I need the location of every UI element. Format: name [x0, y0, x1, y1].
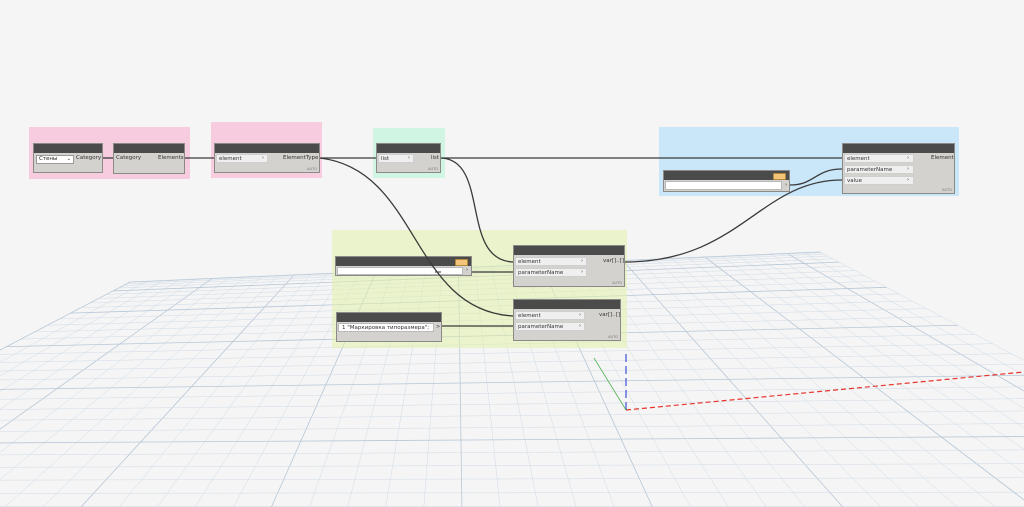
var-output-port[interactable]: var[]..[]	[599, 312, 620, 318]
parameter-name-input-port[interactable]: parameterName	[515, 322, 585, 331]
node-header[interactable]	[114, 144, 184, 153]
value-text-field[interactable]	[665, 181, 782, 190]
chevron-right-icon: ›	[907, 177, 909, 183]
category-dropdown-value: Стены	[39, 156, 58, 162]
node-header[interactable]	[34, 144, 102, 153]
node-header[interactable]	[337, 313, 441, 322]
chevron-right-icon[interactable]: ›	[785, 182, 787, 188]
node-header[interactable]	[514, 246, 624, 255]
grid-line	[737, 255, 1024, 450]
element-output-port[interactable]: Element	[931, 155, 954, 161]
grid-line	[42, 275, 279, 507]
grid-line	[0, 353, 1012, 372]
chevron-right-icon: ›	[907, 155, 909, 161]
value-input-port[interactable]: value	[844, 176, 914, 185]
grid-line	[688, 257, 996, 507]
node-header[interactable]	[336, 257, 471, 266]
grid-line	[0, 278, 196, 410]
parameter-name-input-port[interactable]: parameterName	[844, 165, 914, 174]
grid-line	[0, 449, 1024, 456]
grid-line	[0, 463, 1024, 468]
grid-line	[0, 278, 213, 430]
get-parameter-node-bottom[interactable]: element › parameterName › var[]..[] AUTO	[513, 299, 621, 341]
grid-line	[721, 256, 1024, 474]
grid-line	[0, 436, 1024, 444]
parameter-text-field[interactable]	[337, 267, 463, 275]
grid-line	[0, 363, 1024, 381]
chevron-right-icon: ›	[581, 269, 583, 275]
category-output-port[interactable]: Category	[76, 155, 102, 161]
grid-line	[671, 258, 958, 507]
list-output-port[interactable]: list	[431, 155, 440, 161]
grid-line	[0, 277, 229, 453]
lacing-label: AUTO	[942, 188, 952, 192]
grid-line	[803, 252, 1024, 376]
elements-output-port[interactable]: Elements	[158, 155, 184, 161]
chevron-right-icon: ›	[579, 312, 581, 318]
category-input-port[interactable]: Category	[116, 155, 142, 161]
grid-line	[0, 491, 1024, 494]
chevron-right-icon[interactable]: ›	[466, 267, 468, 273]
parameter-name-input-port[interactable]: parameterName	[515, 268, 587, 277]
category-dropdown[interactable]: Стены ⌄	[36, 155, 74, 164]
grid-line	[622, 260, 844, 507]
grid-line	[0, 477, 1024, 481]
grid-line	[639, 259, 882, 507]
warning-badge	[773, 173, 786, 180]
chevron-down-icon[interactable]: ⌄	[66, 156, 71, 162]
element-type-node[interactable]: element › ElementType AUTO	[214, 143, 320, 173]
chevron-right-icon: ›	[907, 166, 909, 172]
element-input-port[interactable]: element	[515, 311, 585, 320]
grid-line	[4, 276, 262, 507]
warning-badge	[455, 259, 468, 266]
string-text-field[interactable]: 1 "Маркировка типоразмера";	[338, 323, 434, 332]
element-type-output-port[interactable]: ElementType	[283, 155, 319, 161]
lacing-label: AUTO	[612, 281, 622, 285]
chevron-right-icon: ›	[581, 258, 583, 264]
string-output-port[interactable]: >	[436, 324, 441, 330]
var-output-port[interactable]: var[]..[]	[603, 258, 624, 264]
element-input-port[interactable]: element	[515, 257, 587, 266]
chevron-right-icon: ›	[408, 155, 410, 161]
node-header[interactable]	[514, 300, 620, 309]
grid-line	[0, 276, 246, 480]
grid-line	[606, 261, 805, 507]
node-header[interactable]	[215, 144, 319, 153]
parameter-code-block-node[interactable]: ›	[335, 256, 472, 276]
grid-line	[0, 343, 993, 363]
node-header[interactable]	[664, 171, 789, 180]
grid-line	[0, 398, 1024, 410]
grid-line	[156, 273, 328, 507]
all-elements-node[interactable]: Category Elements	[113, 143, 185, 174]
grid-line	[704, 256, 1024, 501]
grid-line	[655, 258, 920, 507]
set-parameter-node[interactable]: element › parameterName › value › Elemen…	[842, 143, 955, 194]
grid-line	[0, 280, 163, 377]
grid-line	[0, 410, 1024, 421]
element-input-port[interactable]: element	[216, 154, 268, 163]
grid-line	[195, 272, 344, 507]
grid-line	[0, 279, 180, 392]
get-parameter-node-top[interactable]: element › parameterName › var[]..[] AUTO	[513, 245, 625, 287]
lacing-label: AUTO	[428, 167, 438, 171]
grid-line	[0, 281, 147, 363]
lacing-label: AUTO	[608, 335, 618, 339]
grid-line	[0, 423, 1024, 432]
grid-line	[0, 281, 131, 351]
grid-line	[786, 253, 1024, 392]
node-header[interactable]	[843, 144, 954, 153]
categories-node[interactable]: Стены ⌄ Category	[33, 143, 103, 173]
lacing-label: AUTO	[307, 167, 317, 171]
grid-line	[118, 273, 311, 507]
grid-line	[819, 251, 1024, 361]
unique-items-node[interactable]: list › list AUTO	[376, 143, 441, 173]
string-code-block-node[interactable]: 1 "Маркировка типоразмера"; >	[336, 312, 442, 342]
chevron-right-icon: ›	[262, 155, 264, 161]
chevron-right-icon: ›	[579, 323, 581, 329]
grid-line	[80, 274, 295, 507]
element-input-port[interactable]: element	[844, 154, 914, 163]
value-code-block-node[interactable]: ›	[663, 170, 790, 192]
node-header[interactable]	[377, 144, 440, 153]
